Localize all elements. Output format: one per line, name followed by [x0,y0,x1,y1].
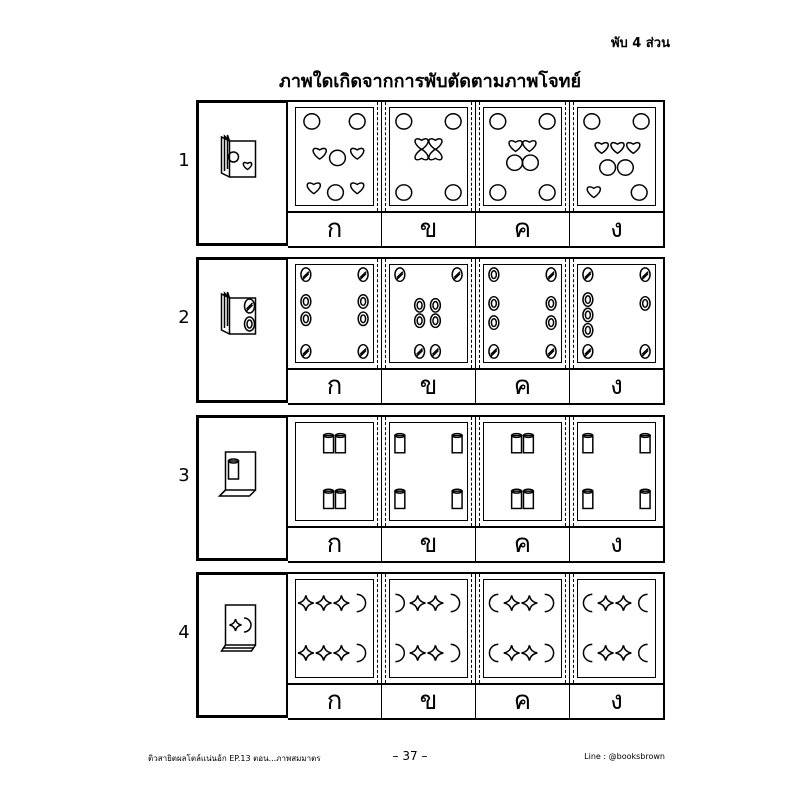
answer-options [288,572,665,685]
fold-instruction-label: พับ 4 ส่วน [610,36,670,51]
answer-labels: ก ขคง [288,370,665,405]
answer-option-moons-stars-rows[interactable] [381,574,475,683]
unfolded-paper [577,107,656,206]
question-number: 3 [178,465,190,486]
answer-label[interactable]: ค [475,685,569,718]
question-row: ก ขคง [196,100,665,250]
folded-paper-star-moon-icon [196,572,288,718]
unfolded-paper [483,107,562,206]
answer-options [288,415,665,528]
answer-label[interactable]: ง [569,213,663,246]
question-number: 4 [178,622,190,643]
question-number: 2 [178,307,190,328]
answer-label[interactable]: ก [326,686,343,716]
unfolded-paper [483,264,562,363]
answer-label[interactable]: ข [381,685,475,718]
answer-label[interactable]: ง [569,528,663,561]
answer-label[interactable]: ง [569,370,663,403]
answer-label[interactable]: ข [381,370,475,403]
answer-option-hearts-center-cluster[interactable] [381,102,475,211]
answer-option-hearts-circles-mixed[interactable] [569,102,663,211]
answer-option-moons-stars-mirrored[interactable] [475,574,569,683]
answer-option-cylinders-edges[interactable] [381,417,475,526]
question-row: ก ขคง [196,415,665,565]
answer-option-stars-moons-rows[interactable] [288,574,381,683]
folded-paper-slashed-circle-icon [196,257,288,403]
unfolded-paper [295,264,374,363]
unfolded-paper [483,422,562,521]
answer-option-ovals-center-grid[interactable] [381,259,475,368]
answer-label[interactable]: ก [326,214,343,244]
answer-label[interactable]: ค [475,370,569,403]
answer-option-cylinders-center-pairs-variant[interactable] [475,417,569,526]
folded-paper-circle-heart-icon [196,100,288,246]
answer-label[interactable]: ก [326,529,343,559]
question-row: ก ขคง [196,257,665,407]
answer-label[interactable]: ค [475,528,569,561]
footer-contact: Line : @booksbrown [584,752,665,761]
folded-paper-cylinder-icon [196,415,288,561]
answer-option-cylinders-center-pairs[interactable] [288,417,381,526]
unfolded-paper [577,264,656,363]
unfolded-paper [389,579,468,678]
answer-labels: ก ขคง [288,213,665,248]
footer-series-title: ติวสายิตผลโตล์แน่นอ้ก EP.13 ตอน...ภาพสมม… [148,754,321,763]
unfolded-paper [389,107,468,206]
unfolded-paper [295,107,374,206]
answer-label[interactable]: ข [381,213,475,246]
unfolded-paper [295,422,374,521]
page-title: ภาพใดเกิดจากการพับตัดตามภาพโจทย์ [278,71,582,92]
unfolded-paper [483,579,562,678]
answer-labels: ก ขคง [288,528,665,563]
answer-label[interactable]: ก [326,371,343,401]
answer-option-circles-hearts-scattered[interactable] [288,102,381,211]
answer-option-stars-moons-mirrored[interactable] [569,574,663,683]
answer-option-hearts-circles-center[interactable] [475,102,569,211]
answer-options [288,100,665,213]
page-number: – 37 – [392,749,428,763]
question-row: ก ขคง [196,572,665,722]
answer-options [288,257,665,370]
unfolded-paper [389,422,468,521]
answer-option-cylinders-edges-variant[interactable] [569,417,663,526]
question-number: 1 [178,150,190,171]
answer-option-ovals-edges-slashed-corners-variant[interactable] [569,259,663,368]
unfolded-paper [577,422,656,521]
answer-option-ovals-edges-slashed-corners[interactable] [288,259,381,368]
unfolded-paper [295,579,374,678]
answer-labels: ก ขคง [288,685,665,720]
unfolded-paper [577,579,656,678]
answer-option-ovals-edges-slashed-middle[interactable] [475,259,569,368]
answer-label[interactable]: ข [381,528,475,561]
answer-label[interactable]: ค [475,213,569,246]
answer-label[interactable]: ง [569,685,663,718]
unfolded-paper [389,264,468,363]
